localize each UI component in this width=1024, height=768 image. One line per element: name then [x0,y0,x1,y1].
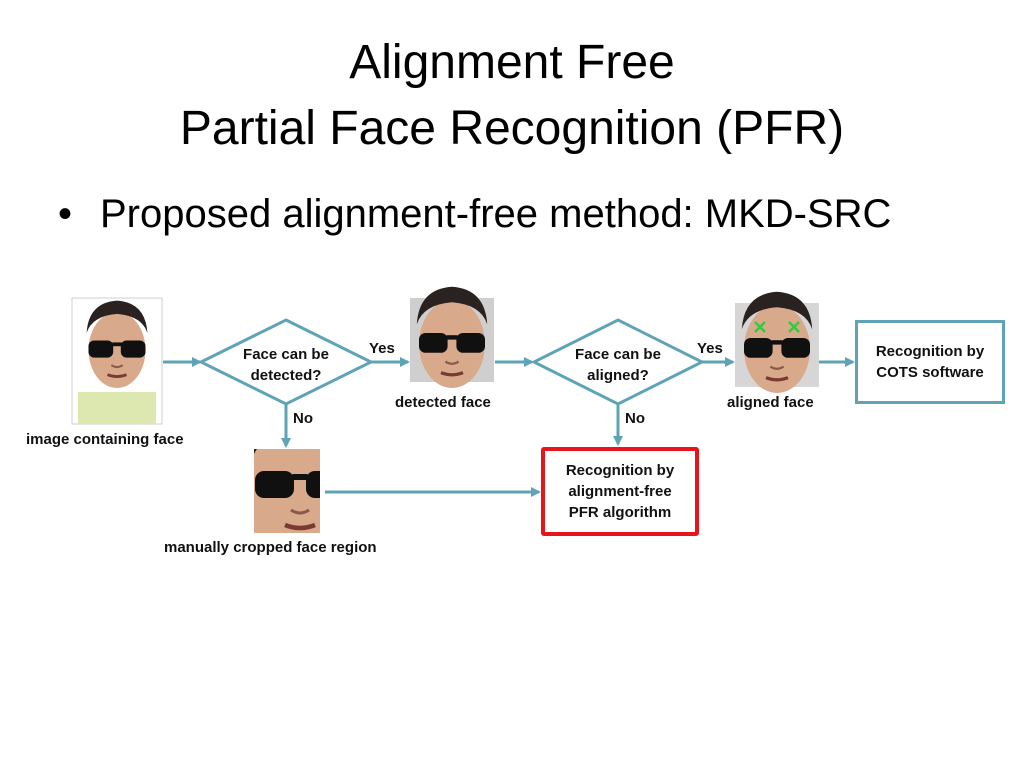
pfr-line2: alignment-free [568,483,672,500]
input-face-photo [71,297,163,425]
bullet-text: Proposed alignment-free method: MKD-SRC [100,192,892,236]
caption-input-image: image containing face [26,431,184,448]
decision-detect-text: Face can be detected? [226,344,346,386]
no-label-align: No [625,410,645,427]
decision-align-text: Face can be aligned? [558,344,678,386]
decision-detect-line1: Face can be [243,346,329,363]
title-line-1: Alignment Free [349,36,675,89]
cots-line2: COTS software [876,364,984,381]
no-label-detect: No [293,410,313,427]
caption-cropped-face: manually cropped face region [164,539,377,556]
cots-recognition-box: Recognition by COTS software [855,320,1005,404]
bullet-item: • Proposed alignment-free method: MKD-SRC [58,186,891,242]
yes-label-align: Yes [697,340,723,357]
pfr-line3: PFR algorithm [568,504,672,521]
cots-line1: Recognition by [875,343,985,360]
cropped-face-photo [254,449,320,533]
pfr-line1: Recognition by [565,462,675,479]
decision-align-line2: aligned? [587,367,649,384]
title-line-2: Partial Face Recognition (PFR) [179,102,845,155]
decision-align-line1: Face can be [575,346,661,363]
landmark-x-icon [754,321,800,333]
caption-detected-face: detected face [395,394,491,411]
bullet-dot-icon: • [58,192,73,236]
pfr-recognition-box: Recognition by alignment-free PFR algori… [541,447,699,536]
yes-label-detect: Yes [369,340,395,357]
slide-title: Alignment Free Partial Face Recognition … [0,30,1024,162]
decision-detect-line2: detected? [250,367,322,384]
detected-face-photo [410,285,494,390]
caption-aligned-face: aligned face [727,394,814,411]
aligned-face-photo [735,290,819,395]
